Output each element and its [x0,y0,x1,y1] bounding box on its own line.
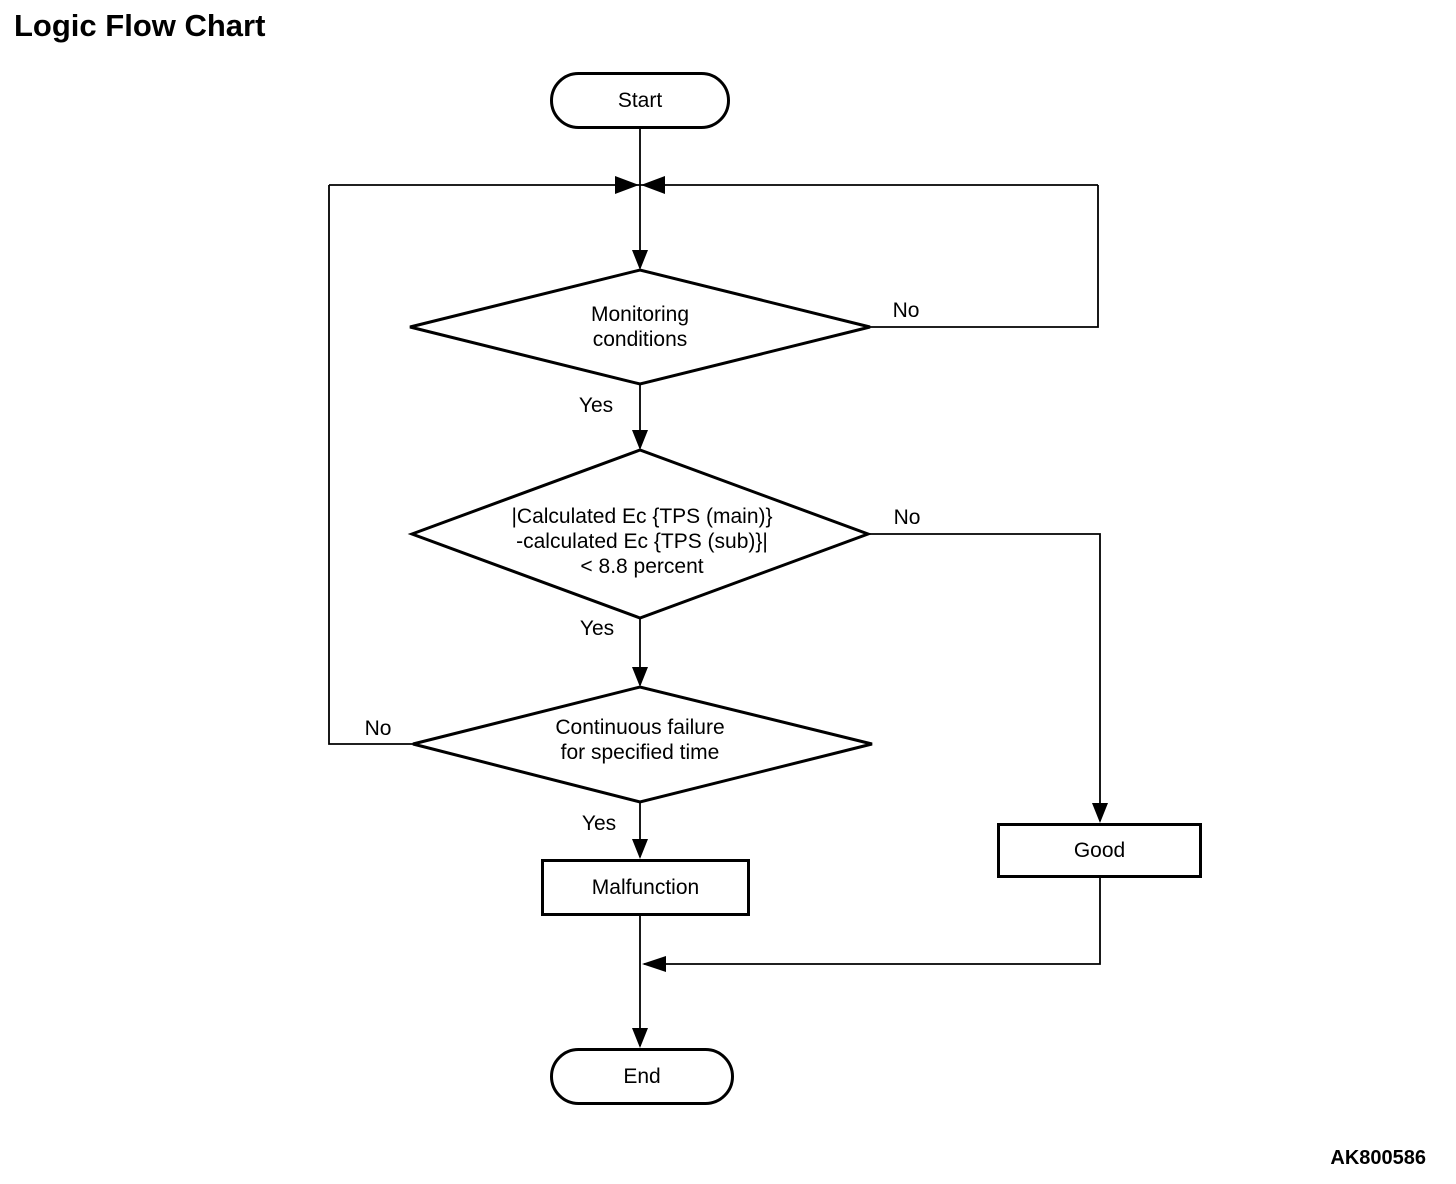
arrowhead-into-malfunction [632,839,648,859]
arrowhead-into-monitoring [632,250,648,270]
continuous-failure-label: Continuous failure for specified time [555,716,725,764]
edge-label-calculated-no: No [893,506,921,529]
arrowhead-into-end [632,1028,648,1048]
decision-monitoring-conditions [409,268,871,386]
edge-label-monitoring-yes: Yes [578,394,614,417]
monitoring-conditions-label: Monitoring conditions [590,303,690,351]
start-label: Start [617,88,663,112]
arrowhead-junction-left [641,176,665,194]
edge-continuous-no-loop [328,185,413,745]
good-box: Good [997,823,1202,878]
start-node: Start [550,72,730,129]
edge-calculated-no [868,533,1101,821]
edge-label-continuous-yes: Yes [581,812,617,835]
arrowhead-into-continuous [632,667,648,687]
figure-code: AK800586 [1330,1147,1426,1169]
edge-monitoring-no-loop [870,185,1099,328]
page-title: Logic Flow Chart [14,8,266,43]
malfunction-label: Malfunction [591,875,700,899]
decision-continuous-failure [412,685,873,804]
arrowhead-into-good [1092,803,1108,823]
decision-calculated-ec [407,448,873,620]
arrowhead-into-calculated [632,430,648,450]
calculated-ec-label: |Calculated Ec {TPS (main)} -calculated … [511,504,773,578]
edge-label-calculated-yes: Yes [579,617,615,640]
malfunction-box: Malfunction [541,859,750,916]
end-label: End [623,1064,661,1088]
edge-good-merge [644,878,1101,965]
good-label: Good [1073,838,1126,862]
arrowhead-junction-right [615,176,639,194]
edge-label-continuous-no: No [364,717,392,740]
arrowhead-good-merge [642,956,666,972]
edge-label-monitoring-no: No [892,299,920,322]
end-node: End [550,1048,734,1105]
